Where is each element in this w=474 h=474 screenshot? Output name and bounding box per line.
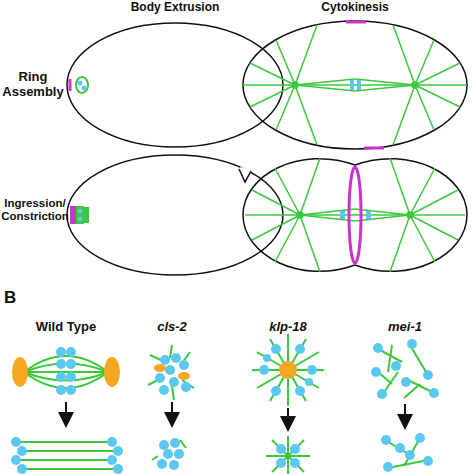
embryo-ring-assembly xyxy=(243,21,467,149)
panel-letter: B xyxy=(4,288,28,308)
column-header: Cytokinesis xyxy=(300,1,410,15)
genotype-label: cls-2 xyxy=(140,320,204,335)
row-label: Ingression/ Constriction xyxy=(0,197,70,223)
cls-2-spindle xyxy=(148,345,194,470)
genotype-label: klp-18 xyxy=(248,320,328,335)
genotype-label: Wild Type xyxy=(16,320,116,335)
row-label: Ring Assembly xyxy=(0,70,66,100)
wild-type-spindle xyxy=(11,347,123,474)
mei-1-spindle xyxy=(371,339,439,472)
embryo-constriction xyxy=(243,158,467,272)
column-header: Body Extrusion xyxy=(80,1,270,15)
genotype-label: mei-1 xyxy=(370,320,440,335)
klp-18-aster xyxy=(252,334,324,474)
